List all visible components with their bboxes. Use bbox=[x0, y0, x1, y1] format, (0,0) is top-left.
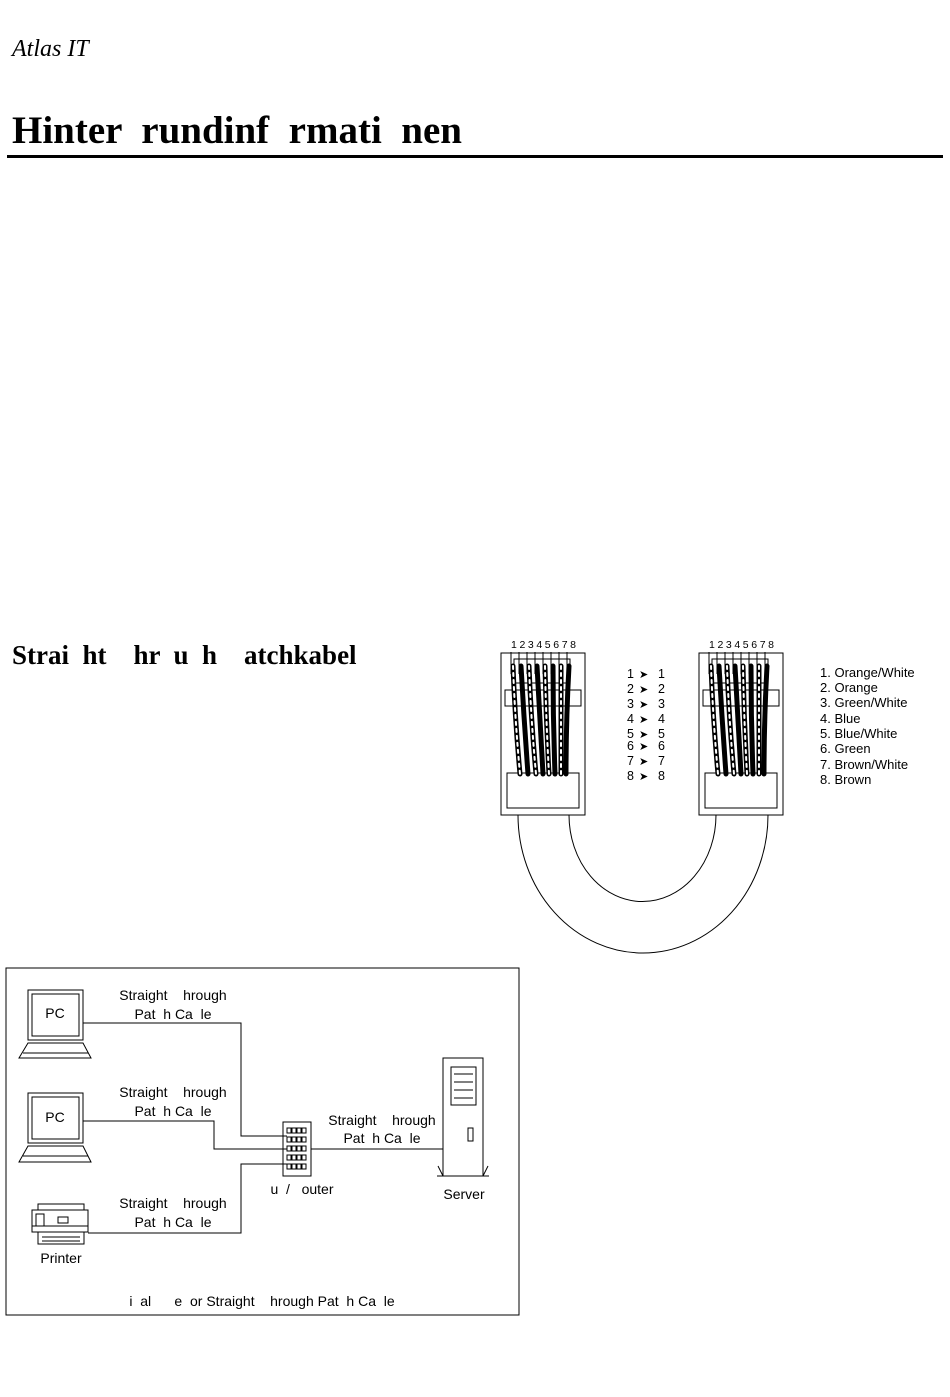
pin-arrow: ➤ bbox=[639, 714, 648, 726]
cable-loop bbox=[517, 814, 769, 954]
hub-router-label: u / outer bbox=[270, 1181, 333, 1197]
wire-color-item: 3. Green/White bbox=[820, 695, 907, 710]
section-title: Strai ht hr u h atchkabel bbox=[12, 640, 357, 670]
network-diagram-frame bbox=[5, 967, 520, 1316]
pin-numbers-right: 1 2 3 4 5 6 7 8 bbox=[709, 639, 774, 651]
server-icon bbox=[437, 1057, 489, 1177]
wires-left bbox=[510, 663, 572, 777]
pin-from: 8 bbox=[627, 769, 634, 783]
pin-from: 7 bbox=[627, 754, 634, 768]
cable-label-line1: Straight hrough bbox=[119, 1195, 226, 1211]
pc2-label: PC bbox=[45, 1109, 64, 1125]
cable-line-pc1 bbox=[83, 1022, 287, 1137]
pin-from: 4 bbox=[627, 712, 634, 726]
pin-to: 8 bbox=[658, 769, 665, 783]
hub-router-icon bbox=[282, 1121, 312, 1177]
cable-label-line1: Straight hrough bbox=[328, 1112, 435, 1128]
wire-color-item: 8. Brown bbox=[820, 772, 871, 787]
cable-line-pc2 bbox=[83, 1120, 287, 1150]
pin-arrow: ➤ bbox=[639, 669, 648, 681]
pc-icon bbox=[18, 1092, 92, 1163]
wire-color-item: 4. Blue bbox=[820, 711, 860, 726]
straight-through-cable-diagram: 1 2 3 4 5 6 7 8 1 2 3 4 5 6 7 8 1 ➤ 1 2 … bbox=[500, 639, 915, 954]
cable-label-line1: Straight hrough bbox=[119, 987, 226, 1003]
cable-label-line2: Pat h Ca le bbox=[134, 1103, 211, 1119]
pin-map: 1 ➤ 1 2 ➤ 2 3 ➤ 3 4 ➤ 4 5 ➤ 5 6 ➤ 6 7 ➤ … bbox=[627, 667, 665, 783]
wire-color-item: 1. Orange/White bbox=[820, 665, 915, 680]
pin-arrow: ➤ bbox=[639, 684, 648, 696]
printer-label: Printer bbox=[40, 1250, 82, 1266]
title-divider bbox=[7, 155, 943, 158]
pin-arrow: ➤ bbox=[639, 771, 648, 783]
printer-icon bbox=[31, 1203, 89, 1245]
pc1-label: PC bbox=[45, 1005, 64, 1021]
brand-name: Atlas IT bbox=[12, 36, 89, 62]
pin-arrow: ➤ bbox=[639, 741, 648, 753]
pin-from: 1 bbox=[627, 667, 634, 681]
pin-to: 7 bbox=[658, 754, 665, 768]
cable-label-line2: Pat h Ca le bbox=[134, 1214, 211, 1230]
page-title: Hinter rundinf rmati nen bbox=[12, 109, 462, 152]
wire-color-item: 7. Brown/White bbox=[820, 757, 908, 772]
pin-numbers-left: 1 2 3 4 5 6 7 8 bbox=[511, 639, 576, 651]
pc-icon bbox=[18, 989, 92, 1059]
cable-label-line1: Straight hrough bbox=[119, 1084, 226, 1100]
pin-to: 4 bbox=[658, 712, 665, 726]
wire-color-item: 6. Green bbox=[820, 741, 871, 756]
wire-color-item: 5. Blue/White bbox=[820, 726, 897, 741]
pin-to: 2 bbox=[658, 682, 665, 696]
cable-lines bbox=[83, 1022, 443, 1234]
pin-to: 1 bbox=[658, 667, 665, 681]
pin-arrow: ➤ bbox=[639, 756, 648, 768]
pin-arrow: ➤ bbox=[639, 699, 648, 711]
cable-label-line2: Pat h Ca le bbox=[134, 1006, 211, 1022]
wire-color-legend: 1. Orange/White 2. Orange 3. Green/White… bbox=[820, 665, 915, 787]
pin-arrow: ➤ bbox=[639, 729, 648, 741]
cable-loop-inner bbox=[568, 814, 717, 903]
network-diagram-caption: i al e or Straight hrough Pat h Ca le bbox=[129, 1293, 395, 1309]
pin-from: 3 bbox=[627, 697, 634, 711]
pin-from: 2 bbox=[627, 682, 634, 696]
cable-line-printer bbox=[88, 1163, 287, 1234]
pin-to: 5 bbox=[658, 727, 665, 741]
wires-right bbox=[708, 663, 770, 777]
server-label: Server bbox=[443, 1186, 485, 1202]
pin-to: 6 bbox=[658, 739, 665, 753]
cable-label-line2: Pat h Ca le bbox=[343, 1130, 420, 1146]
pin-from: 6 bbox=[627, 739, 634, 753]
pin-from: 5 bbox=[627, 727, 634, 741]
pin-to: 3 bbox=[658, 697, 665, 711]
wire-color-item: 2. Orange bbox=[820, 680, 878, 695]
